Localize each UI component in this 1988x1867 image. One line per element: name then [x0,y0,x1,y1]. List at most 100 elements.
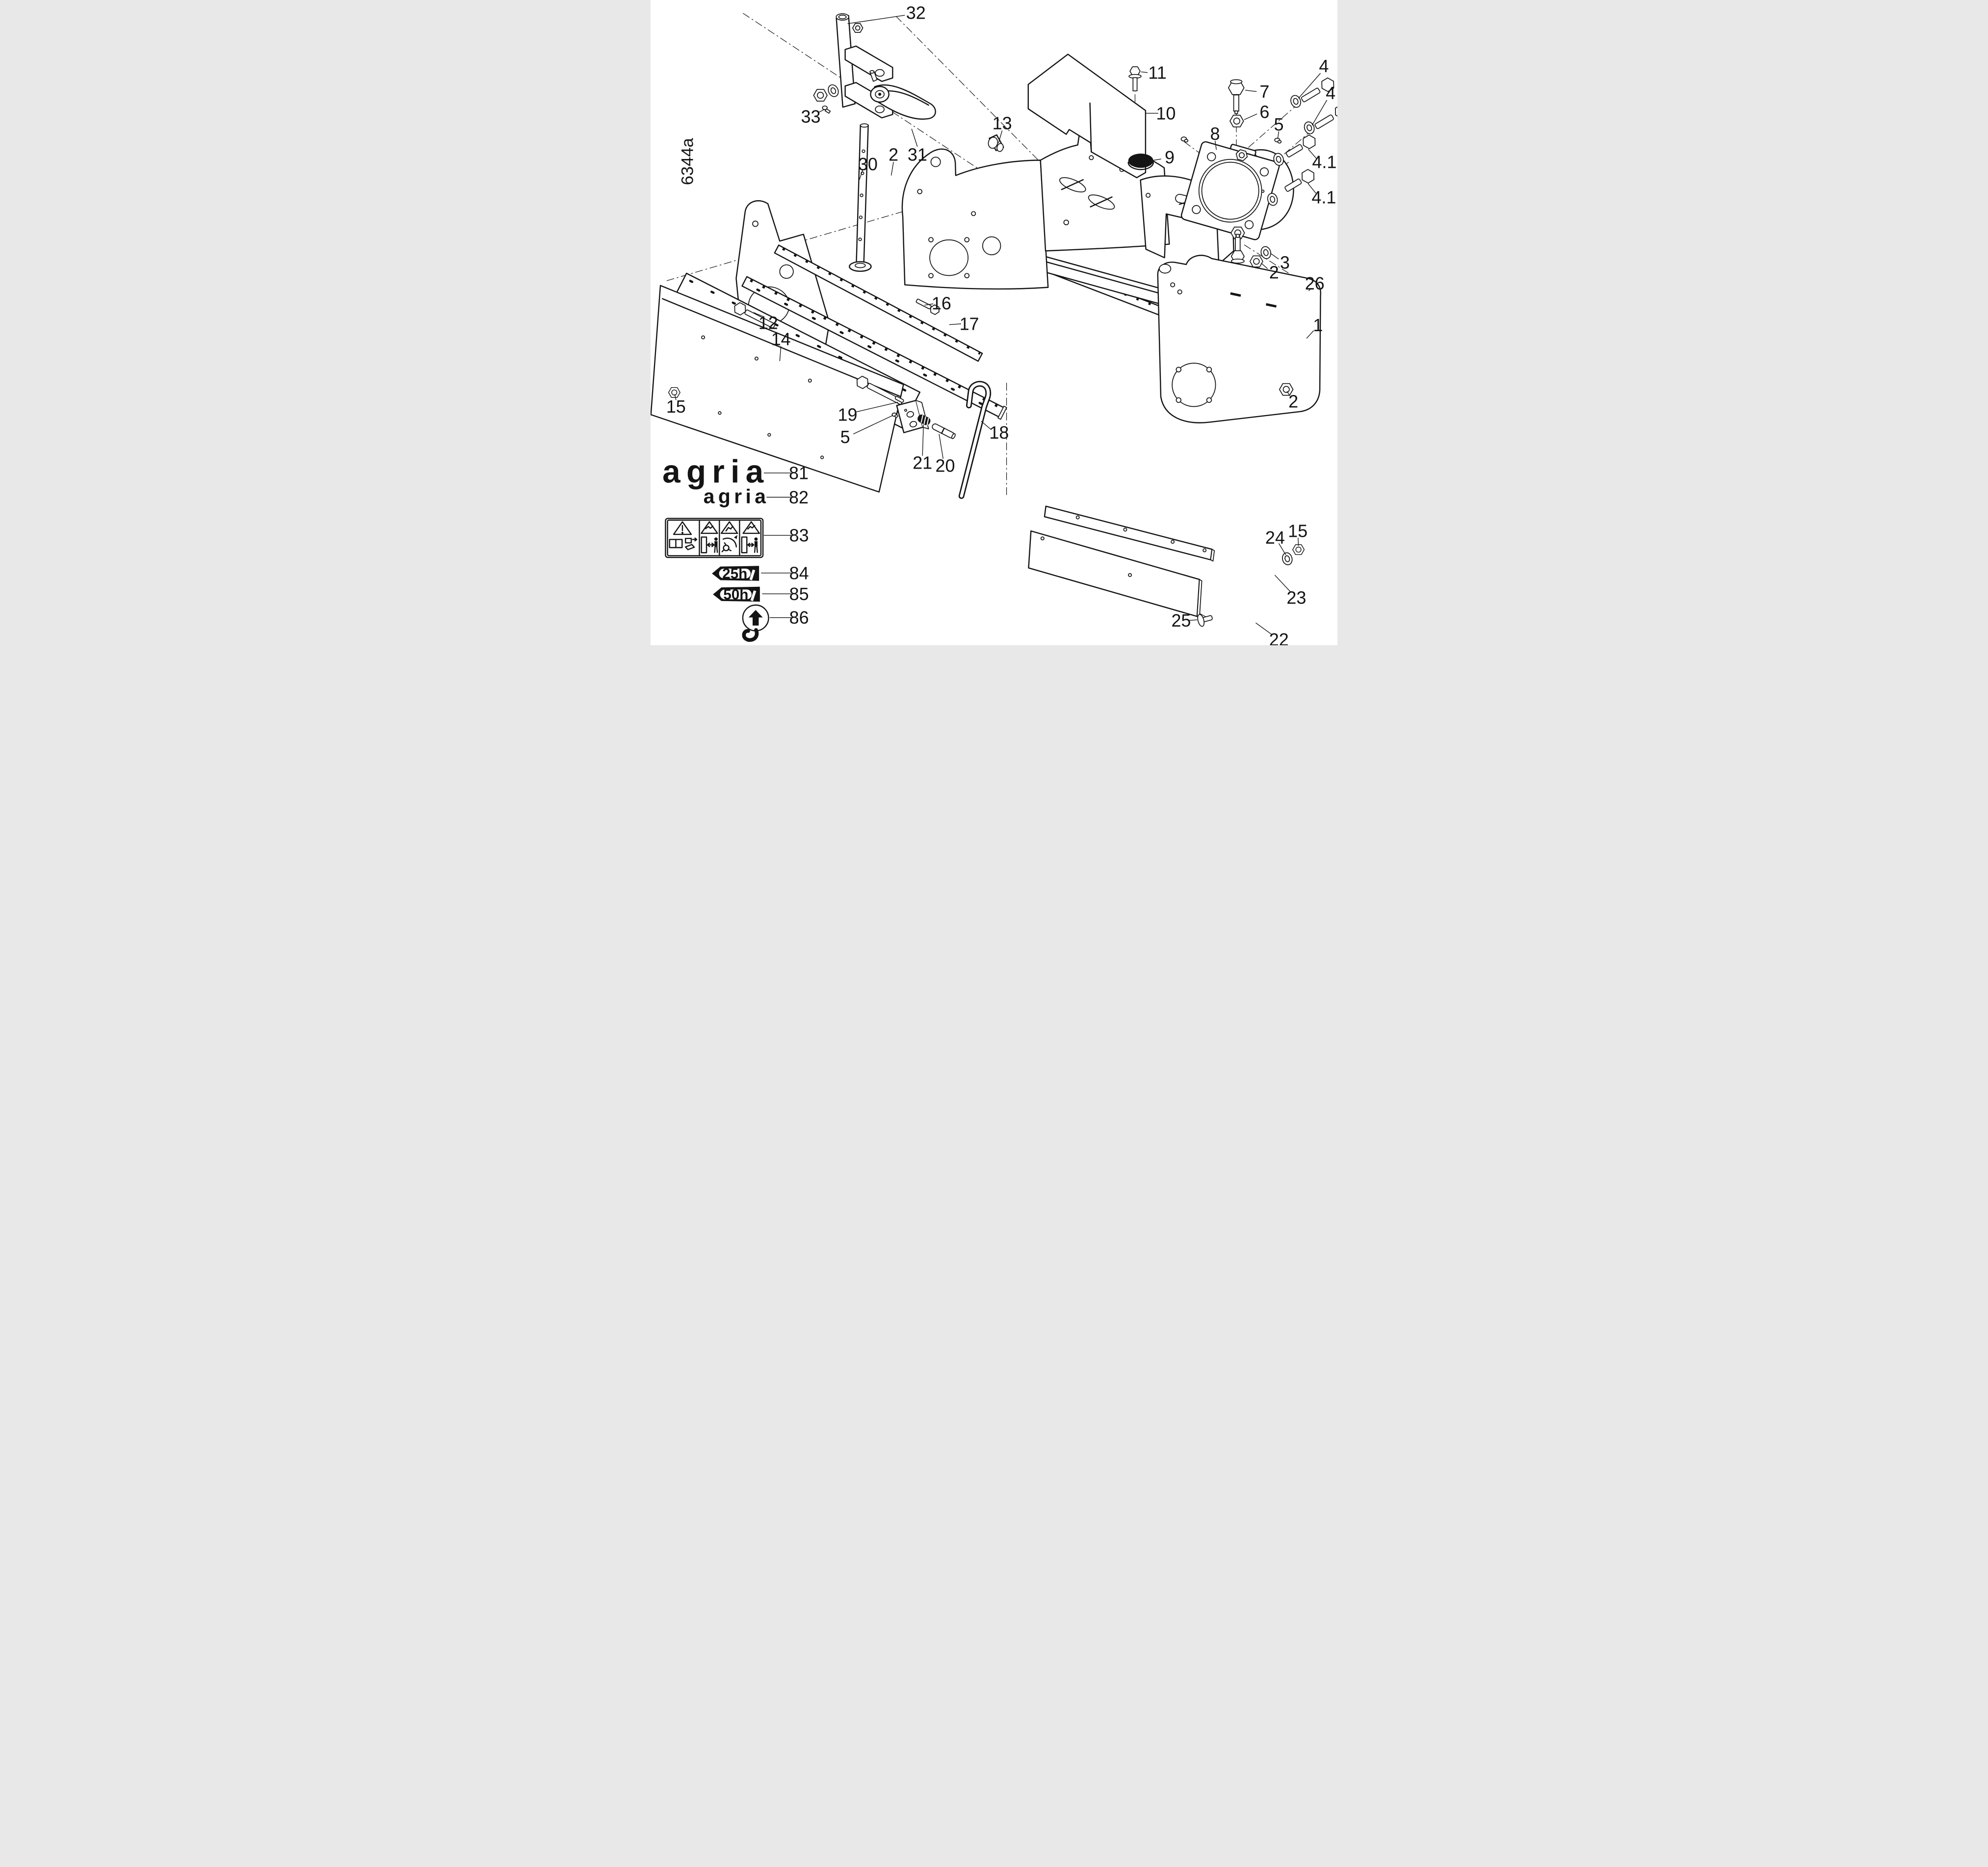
callout-leader-6 [1244,113,1257,120]
part-25-rivet [1197,614,1213,627]
callout-22: 22 [1269,630,1289,645]
callout-leader-4.1 [1308,183,1316,194]
thrown-objects-warning-icon [701,521,718,553]
callout-leader-1 [1306,330,1314,339]
callout-19: 19 [837,405,857,425]
callout-leader-9 [1152,158,1161,161]
callout-leader-23 [1274,575,1291,592]
callout-17: 17 [960,314,979,334]
callout-2: 2 [889,145,898,165]
callout-leader-2 [1261,263,1268,269]
part-3-washer [1259,245,1273,261]
callout-5: 5 [840,427,850,447]
callout-leader-33 [818,108,825,113]
callout-1: 1 [1313,315,1323,335]
read-manual-icon [669,537,698,551]
callout-25: 25 [1171,610,1191,631]
callout-leader-32 [847,15,905,25]
callout-7: 7 [1259,81,1269,102]
document-number: 6344a [678,137,697,185]
callout-leader-4.1 [1308,149,1317,159]
callout-leader-21 [922,424,924,456]
callout-82: 82 [789,487,809,507]
callout-leader-12 [757,314,765,317]
part-20-pin [932,423,956,439]
callout-83: 83 [789,526,809,546]
up-arrow-icon [748,610,763,626]
callout-leader-22 [1256,622,1273,635]
callout-13: 13 [993,113,1012,133]
callout-leader-8 [1214,140,1217,150]
keep-distance-icon [741,521,760,553]
callout-5: 5 [1274,114,1283,134]
part-15-nut-right [1292,544,1305,555]
callout-84: 84 [789,563,809,583]
part-2-nut [813,89,828,102]
rotating-tines-warning-icon [720,521,738,552]
callout-leader-2 [890,161,894,176]
brand-logo-large: agria [662,453,763,489]
callout-31: 31 [908,145,927,165]
part-31-clamp-lever [869,70,936,120]
callout-leader-15 [1298,537,1299,546]
callout-leader-19 [856,401,898,413]
callout-23: 23 [1286,587,1306,607]
callout-16: 16 [932,293,951,313]
callout-2: 2 [1288,392,1298,412]
callout-leader-7 [1245,90,1257,92]
callout-leader-3 [1271,253,1279,260]
drive-flange-group [1027,53,1337,300]
callout-15: 15 [1288,521,1308,541]
part-21-spring [917,414,931,426]
callout-4.1: 4.1 [1312,152,1336,172]
serrated-rail-front [774,244,983,362]
callout-81: 81 [789,463,809,483]
service-decal-50h: 50h [713,587,760,603]
part-18-support-rod [958,381,992,499]
scraper-bar-group [1028,505,1305,627]
part-4-bolt-1 [1301,77,1334,103]
part-11-screw [1128,66,1142,92]
warning-triangle-icon [673,521,692,535]
part-8-bearing-flange [1180,141,1294,240]
part-16-bolt [916,298,940,315]
callout-20: 20 [936,456,955,476]
part-23-scraper-strip [1044,505,1215,562]
exploded-parts-diagram: agria agria [651,0,1337,645]
callout-leader-16 [924,303,934,306]
part-4-1-bolt-2 [1284,169,1314,192]
callout-leader-5 [1277,131,1280,139]
callout-14: 14 [771,329,791,349]
diagram-page: agria agria [651,0,1337,645]
part-30-rod [849,123,872,272]
callout-leader-18 [981,421,992,430]
part-1-side-panel [1157,255,1321,423]
part-33-screw [822,105,831,114]
part-9-cap [1127,154,1154,170]
carriage-bolt [856,375,903,405]
callout-leader-5 [853,415,893,435]
part-5-set-screw [1274,137,1282,144]
part-10-cover-plate [1027,53,1147,179]
washer [826,82,841,99]
part-12-bolt [734,302,776,329]
clamp-plate-lower [844,82,893,119]
crane-hook-icon [742,628,759,642]
callout-18: 18 [989,422,1009,443]
callout-leader-2 [1286,391,1290,396]
callout-leader-4 [1298,73,1321,99]
callout-leader-17 [949,323,962,325]
housing-left-plate [901,148,1049,290]
part-17-knife-bar [741,276,1007,420]
callout-21: 21 [913,452,932,473]
callout-leader-30 [859,169,863,180]
callout-11: 11 [1148,62,1166,82]
clamp-plate-upper [844,45,893,82]
part-24-washer [1281,551,1294,567]
callout-85: 85 [789,584,809,604]
callout-8: 8 [1210,124,1220,144]
callout-10: 10 [1156,103,1176,123]
callout-4.1: 4.1 [1311,187,1336,207]
set-screw-left [1180,136,1189,143]
